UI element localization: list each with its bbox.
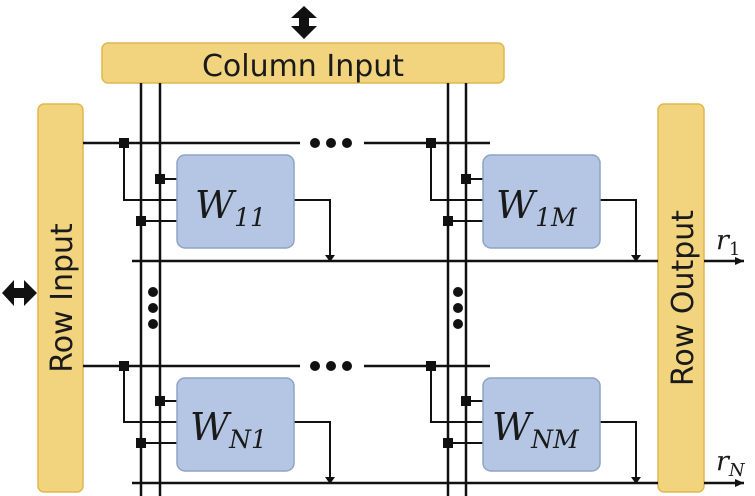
row-output-bar: Row Output — [657, 103, 705, 493]
output-rn-label: rN — [716, 446, 746, 481]
row-output-lines — [132, 259, 658, 485]
cell-w1m-label: W1M — [496, 183, 578, 232]
output-r1-label: r1 — [716, 225, 740, 260]
column-input-bar: Column Input — [101, 42, 505, 84]
cell-wnm: WNM — [426, 361, 641, 484]
cell-w11-label: W11 — [195, 183, 266, 232]
cell-w11: W11 — [119, 138, 335, 262]
cell-wnm-label: WNM — [492, 405, 580, 454]
horizontal-ellipsis-rowN — [310, 361, 352, 371]
row-io-arrow-icon — [2, 280, 37, 306]
column-lines — [139, 83, 468, 496]
row-input-bar: Row Input — [37, 103, 84, 493]
row-input-label: Row Input — [45, 223, 80, 373]
cell-wn1-label: WN1 — [190, 405, 267, 454]
horizontal-ellipsis-row1 — [310, 138, 352, 148]
row-output-label: Row Output — [666, 210, 701, 386]
vertical-ellipsis-colM — [453, 287, 463, 329]
column-io-arrow-icon — [291, 6, 317, 39]
column-input-label: Column Input — [202, 49, 404, 84]
output-arrows — [704, 257, 744, 487]
cell-wn1: WN1 — [119, 361, 335, 484]
cell-w1m: W1M — [426, 138, 641, 262]
vertical-ellipsis-col1 — [148, 287, 158, 329]
